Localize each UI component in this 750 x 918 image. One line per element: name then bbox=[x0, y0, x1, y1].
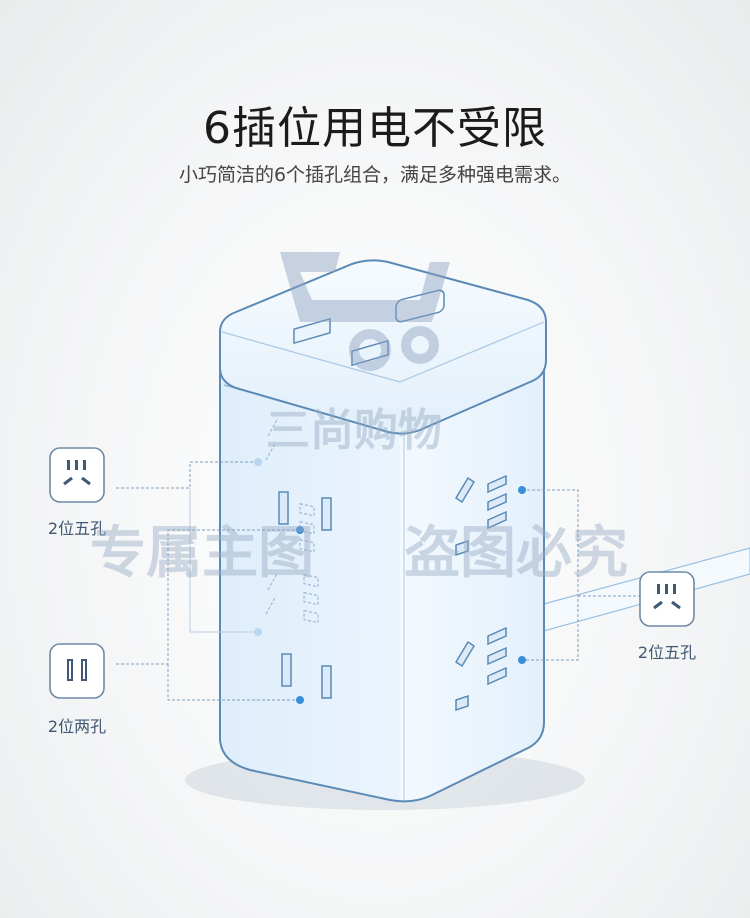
power-button bbox=[395, 289, 445, 323]
two-pin-socket-icon bbox=[49, 643, 105, 699]
right-socket-label: 2位五孔 bbox=[637, 643, 697, 662]
power-strip-top bbox=[219, 259, 547, 435]
top-slot-2 bbox=[351, 339, 389, 367]
left-top-socket-label: 2位五孔 bbox=[47, 519, 107, 538]
watermark-store-name: 三尚购物 bbox=[266, 405, 442, 456]
callout-dot-right-1 bbox=[518, 486, 526, 494]
left-callout-lines bbox=[116, 461, 300, 701]
callout-dot-right-2 bbox=[518, 656, 526, 664]
watermark-exclusive: 专属主图 bbox=[90, 521, 314, 586]
callout-dot-left-3 bbox=[296, 526, 304, 534]
callout-dot-left-1 bbox=[254, 458, 262, 466]
callout-dot-left-4 bbox=[296, 696, 304, 704]
callout-dot-left-2 bbox=[254, 628, 262, 636]
right-callout-lines bbox=[522, 489, 640, 661]
top-slot-1 bbox=[293, 317, 331, 345]
watermark-no-theft: 盗图必究 bbox=[404, 521, 628, 586]
cart-watermark-icon bbox=[280, 252, 450, 371]
right-five-pin-socket-bottom bbox=[454, 626, 507, 712]
left-bottom-socket-label: 2位两孔 bbox=[47, 717, 107, 736]
five-pin-socket-icon bbox=[49, 447, 105, 503]
left-five-pin-socket-bottom bbox=[265, 571, 319, 624]
left-two-pin-socket-bottom bbox=[281, 653, 332, 699]
left-two-pin-socket-top bbox=[278, 491, 332, 531]
five-pin-socket-icon-right bbox=[639, 571, 695, 627]
right-five-pin-socket-top bbox=[454, 474, 507, 557]
page-subtitle: 小巧简洁的6个插孔组合，满足多种强电需求。 bbox=[178, 164, 572, 186]
page-title: 6插位用电不受限 bbox=[203, 103, 547, 154]
